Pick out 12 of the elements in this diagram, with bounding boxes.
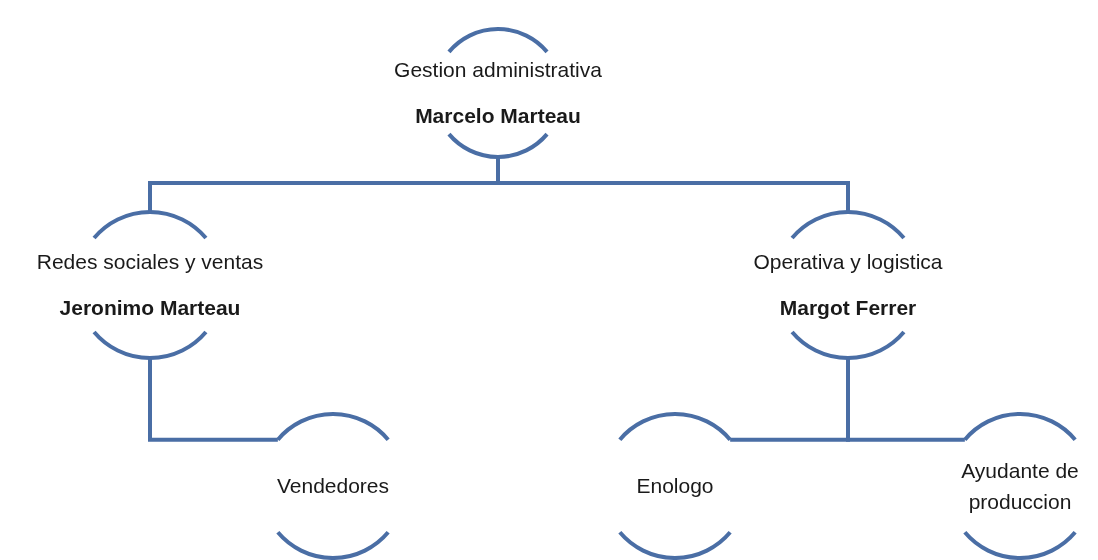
person-name: Jeronimo Marteau	[59, 295, 241, 321]
role-title: Ayudante de produccion	[960, 457, 1080, 515]
connector-line	[496, 157, 850, 212]
person-name: Margot Ferrer	[779, 295, 917, 321]
person-name: Marcelo Marteau	[415, 103, 581, 129]
connector-line	[148, 358, 278, 442]
role-title: Redes sociales y ventas	[36, 248, 264, 275]
role-title: Enologo	[636, 472, 714, 499]
role-title: Operativa y logistica	[753, 248, 943, 275]
role-title: Gestion administrativa	[394, 56, 602, 83]
role-title: Vendedores	[276, 472, 390, 499]
connector-line	[846, 358, 965, 442]
